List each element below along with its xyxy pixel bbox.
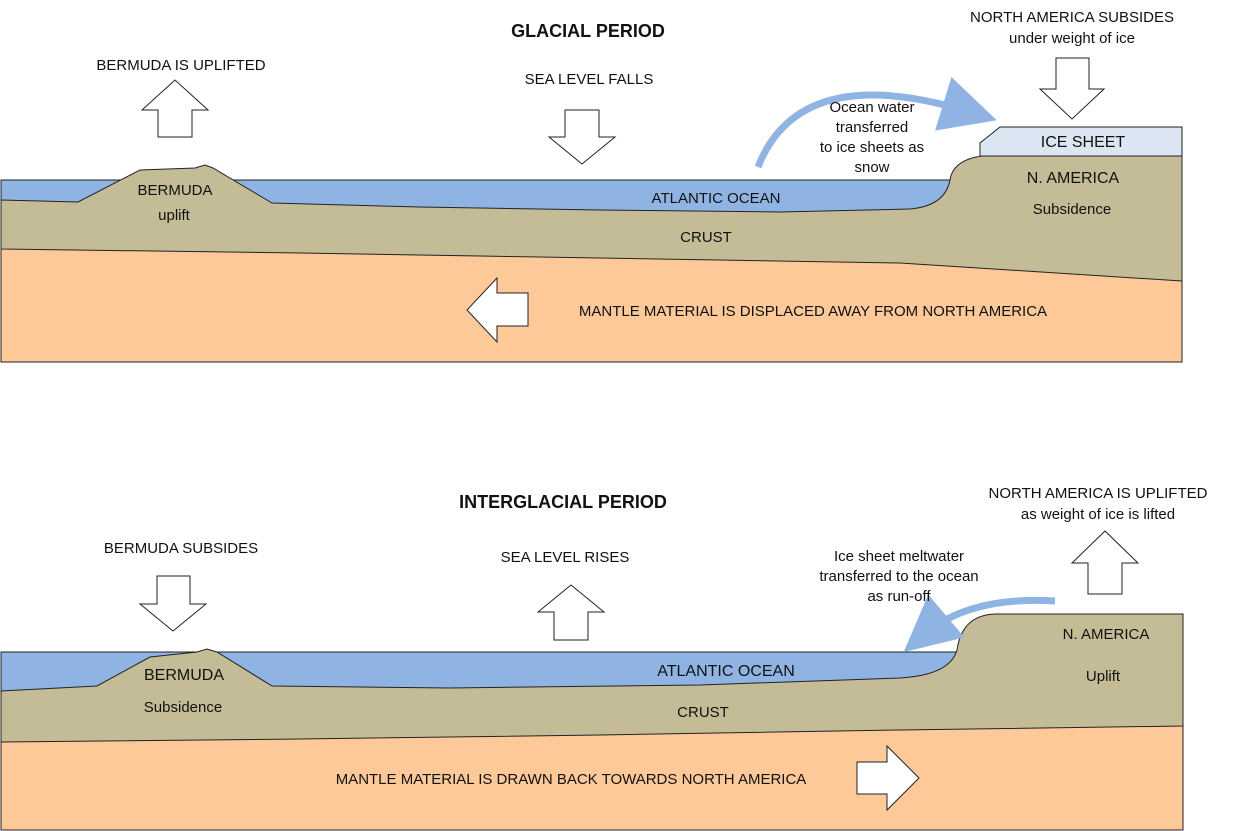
glacial-na-label: N. AMERICA <box>1027 170 1120 187</box>
na-uplifted-note-line1: NORTH AMERICA IS UPLIFTED <box>989 485 1208 502</box>
meltwater-note-line3: as run-off <box>867 588 931 605</box>
glacial-bermuda-sub-label: uplift <box>158 207 191 224</box>
interglacial-crust-label: CRUST <box>677 704 729 721</box>
transfer-note-line2: transferred <box>836 119 909 136</box>
sea-level-rises-arrow-icon <box>536 584 606 641</box>
interglacial-mantle-layer <box>0 723 1184 831</box>
glacial-mantle-label: MANTLE MATERIAL IS DISPLACED AWAY FROM N… <box>579 303 1047 320</box>
interglacial-bermuda-sub-label: Subsidence <box>144 699 222 716</box>
interglacial-na-label: N. AMERICA <box>1063 626 1150 643</box>
interglacial-mantle-label: MANTLE MATERIAL IS DRAWN BACK TOWARDS NO… <box>336 771 807 788</box>
interglacial-ocean-label: ATLANTIC OCEAN <box>657 663 795 680</box>
meltwater-note-line1: Ice sheet meltwater <box>834 548 964 565</box>
mantle-drawn-back-arrow-icon <box>856 744 920 812</box>
interglacial-crust-layer <box>0 613 1184 743</box>
ice-sheet-label: ICE SHEET <box>1041 134 1126 151</box>
glacial-ocean-label: ATLANTIC OCEAN <box>652 190 781 207</box>
meltwater-to-ocean-flow-arrow <box>903 594 1056 653</box>
mantle-displaced-arrow-icon <box>466 276 529 344</box>
glacial-crust-label: CRUST <box>680 229 732 246</box>
na-subsides-note-line2: under weight of ice <box>1009 30 1135 47</box>
na-uplifted-arrow-icon <box>1070 530 1140 595</box>
transfer-note-line1: Ocean water <box>829 99 914 116</box>
bermuda-uplift-arrow-icon <box>140 79 210 138</box>
ocean-to-ice-flow-arrow <box>754 77 997 169</box>
meltwater-note-line2: transferred to the ocean <box>819 568 978 585</box>
na-subsides-note-line1: NORTH AMERICA SUBSIDES <box>970 9 1174 26</box>
bermuda-subsides-note: BERMUDA SUBSIDES <box>104 540 258 557</box>
bermuda-uplifted-note: BERMUDA IS UPLIFTED <box>96 57 265 74</box>
glacial-title: GLACIAL PERIOD <box>511 21 665 41</box>
sea-level-falls-note: SEA LEVEL FALLS <box>525 71 654 88</box>
transfer-note-line4: snow <box>854 159 889 176</box>
na-subsides-arrow-icon <box>1038 57 1106 120</box>
sea-level-rises-note: SEA LEVEL RISES <box>501 549 630 566</box>
glacial-na-sub-label: Subsidence <box>1033 201 1111 218</box>
interglacial-panel: INTERGLACIAL PERIOD BERMUDA SUBSIDES SEA… <box>0 485 1208 831</box>
glacial-panel: GLACIAL PERIOD BERMUDA IS UPLIFTED SEA L… <box>0 9 1183 363</box>
interglacial-bermuda-label: BERMUDA <box>144 667 224 684</box>
sea-level-falls-arrow-icon <box>547 109 617 165</box>
interglacial-title: INTERGLACIAL PERIOD <box>459 492 667 512</box>
glacial-bermuda-label: BERMUDA <box>137 182 212 199</box>
bermuda-subsides-arrow-icon <box>138 575 208 632</box>
na-uplifted-note-line2: as weight of ice is lifted <box>1021 506 1175 523</box>
transfer-note-line3: to ice sheets as <box>820 139 924 156</box>
interglacial-na-sub-label: Uplift <box>1086 668 1121 685</box>
ice-sheet <box>979 126 1183 157</box>
